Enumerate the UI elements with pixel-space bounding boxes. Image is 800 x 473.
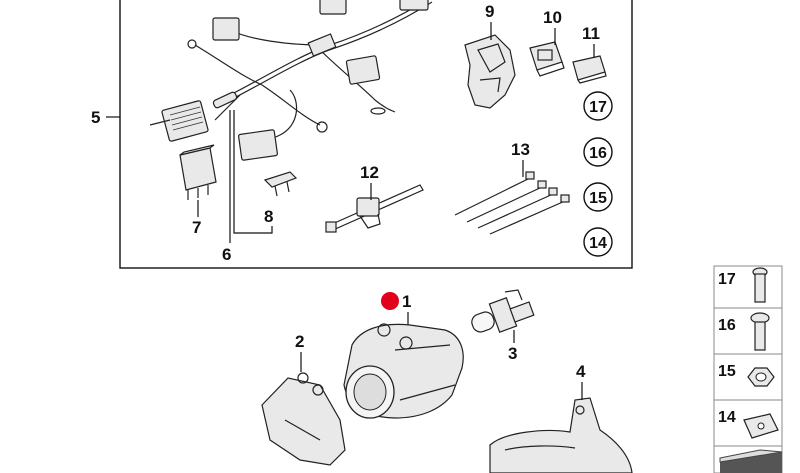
label-6: 6	[222, 245, 231, 264]
panel-label-14: 14	[718, 409, 736, 426]
cable-ties-part	[454, 171, 570, 235]
screw-16-part	[750, 312, 770, 351]
label-8: 8	[264, 207, 273, 226]
hardware-panel	[713, 265, 783, 473]
circled-label-17: 17	[583, 91, 613, 121]
circled-label-14: 14	[583, 227, 613, 257]
panel-label-16: 16	[718, 317, 736, 334]
wiring-harness	[149, 0, 433, 161]
highlight-marker	[381, 292, 399, 310]
kit-box	[119, 0, 633, 269]
bulb-part	[471, 289, 535, 333]
bolt-17-part	[752, 267, 768, 303]
cap-part	[572, 55, 607, 84]
svg-text:14: 14	[589, 235, 607, 252]
label-1: 1	[402, 292, 411, 311]
clip-nut-14-part	[743, 413, 779, 439]
circled-label-15: 15	[583, 182, 613, 212]
mounting-arm-part	[489, 397, 633, 473]
label-2: 2	[295, 332, 304, 351]
label-3: 3	[508, 344, 517, 363]
svg-text:15: 15	[589, 190, 607, 207]
bracket-part	[261, 372, 346, 466]
switch-part	[529, 41, 565, 77]
label-7: 7	[192, 218, 201, 237]
label-5: 5	[91, 108, 100, 127]
fuse-part	[263, 171, 298, 197]
label-4: 4	[576, 362, 586, 381]
svg-text:16: 16	[589, 145, 607, 162]
svg-text:17: 17	[589, 99, 607, 116]
label-10: 10	[543, 8, 562, 27]
panel-label-17: 17	[718, 271, 736, 288]
circled-label-16: 16	[583, 137, 613, 167]
label-9: 9	[485, 2, 494, 21]
cable-clip-part	[325, 184, 424, 233]
nut-15-part	[747, 367, 775, 387]
label-13: 13	[511, 140, 530, 159]
panel-bottom-icon	[719, 449, 783, 473]
panel-label-15: 15	[718, 363, 736, 380]
switch-housing-part	[464, 34, 516, 109]
relay-part	[179, 144, 217, 200]
fog-lamp-part	[343, 323, 464, 419]
label-11: 11	[582, 24, 600, 43]
label-12: 12	[360, 163, 379, 182]
leader-6b	[233, 110, 273, 234]
